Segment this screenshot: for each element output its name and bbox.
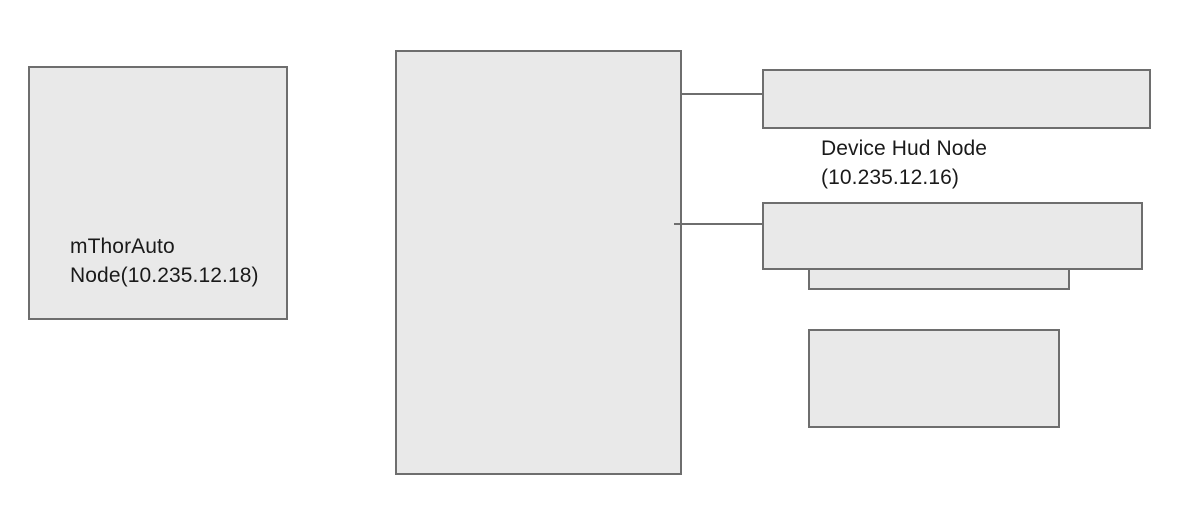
node-ios-real-device[interactable]: iOS real device 端口映射后(10.235.12.16:9723) [762,202,1143,270]
node-mthorauto-label: mThorAuto Node(10.235.12.18) [70,235,259,287]
node-android-real-device[interactable]: Android real device 端口映射后(10.235.12.18:5… [762,69,1151,129]
node-android-emulator[interactable]: Android emulator 端口映射后 (10.235.12.18:569… [808,329,1060,428]
node-mthorauto[interactable]: mThorAuto Node(10.235.12.18) [28,66,288,320]
connector-hud-to-android-real-device [682,93,762,95]
node-device-hud[interactable]: Device Hud Node (10.235.12.16) iOS emula… [395,50,1070,475]
node-device-hud-label: Device Hud Node (10.235.12.16) [821,137,988,189]
connector-hud-to-ios-real-device [674,223,762,225]
